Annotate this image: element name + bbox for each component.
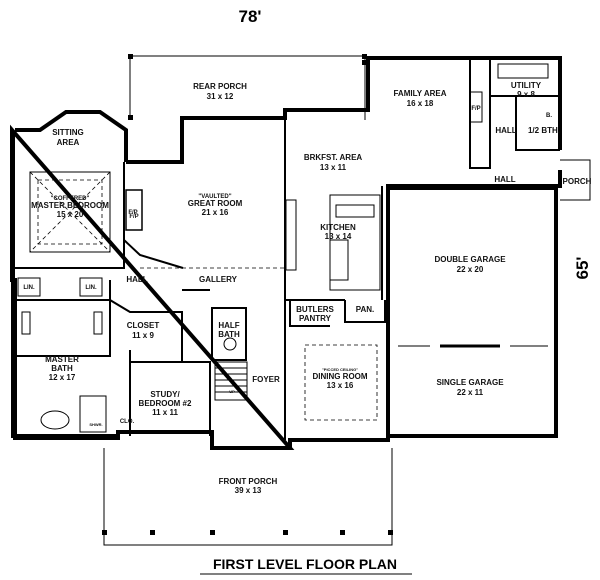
room-gallery: GALLERY [199,275,238,284]
garage-wall [388,186,558,438]
left-wing-wall [11,135,118,438]
room-foyer: FOYER [252,375,280,384]
svg-text:PANTRY: PANTRY [299,314,332,323]
room-double-garage: DOUBLE GARAGE 22 x 20 [434,255,506,274]
room-study: STUDY/ BEDROOM #2 11 x 11 [139,390,192,417]
svg-text:FAMILY AREA: FAMILY AREA [393,89,446,98]
svg-text:MASTER BEDROOM: MASTER BEDROOM [31,201,109,210]
svg-text:BUTLERS: BUTLERS [296,305,334,314]
svg-text:GREAT ROOM: GREAT ROOM [188,199,243,208]
room-utility: UTILITY 9 x 8 [511,81,542,99]
side-porch-outline [560,159,591,201]
room-shwr: SHWR. [89,422,102,427]
room-dining-room: "PICCED CEILING" DINING ROOM 13 x 16 [312,367,367,390]
svg-text:13 x 16: 13 x 16 [327,381,354,390]
svg-text:"VAULTED": "VAULTED" [198,194,231,200]
svg-text:15 x 20: 15 x 20 [57,210,84,219]
svg-text:HALF: HALF [218,321,239,330]
fp-great: F/P [129,214,138,220]
room-hall-right: HALL [494,175,515,184]
room-hall-mid: HALL [126,275,147,284]
svg-text:21 x 16: 21 x 16 [202,208,229,217]
stairs-up: UP [229,389,235,394]
interior-walls [13,60,560,440]
svg-text:11 x 9: 11 x 9 [132,331,154,340]
svg-text:BATH: BATH [218,330,240,339]
svg-text:"COFFERED": "COFFERED" [51,196,90,202]
room-family-area: FAMILY AREA 16 x 18 [393,89,446,108]
width-dimension: 78' [239,7,262,26]
room-porch-small: PORCH [563,177,592,186]
room-butlers-pantry: BUTLERS PANTRY [296,305,334,323]
svg-text:31 x 12: 31 x 12 [207,92,234,101]
svg-text:CLOSET: CLOSET [127,321,160,330]
svg-text:STUDY/: STUDY/ [150,390,180,399]
svg-text:DOUBLE GARAGE: DOUBLE GARAGE [434,255,506,264]
fp-family: F/P [471,106,480,112]
svg-text:AREA: AREA [57,138,80,147]
svg-text:BRKFST. AREA: BRKFST. AREA [304,153,363,162]
svg-text:39 x 13: 39 x 13 [235,486,262,495]
room-rear-porch: REAR PORCH 31 x 12 [193,82,247,101]
plan-title: FIRST LEVEL FLOOR PLAN [213,556,397,572]
exterior-walls [10,56,562,450]
room-master-bedroom: "COFFERED" MASTER BEDROOM 15 x 20 [31,196,109,219]
room-clo: CLO. [120,419,135,425]
room-half-bath-upper: 1/2 BTH. [528,126,560,135]
svg-text:BATH: BATH [51,364,73,373]
svg-text:12 x 17: 12 x 17 [49,373,76,382]
fp-master: F/P [128,210,137,216]
room-half-bath: HALF BATH [218,321,240,339]
svg-text:22 x 20: 22 x 20 [457,265,484,274]
svg-text:DINING ROOM: DINING ROOM [312,372,367,381]
room-b: B. [546,113,552,119]
room-lin-left: LIN. [23,285,35,291]
svg-text:BEDROOM #2: BEDROOM #2 [139,399,192,408]
room-great-room: "VAULTED" GREAT ROOM 21 x 16 [188,194,243,217]
room-front-porch: FRONT PORCH 39 x 13 [219,477,278,495]
svg-text:FRONT PORCH: FRONT PORCH [219,477,278,486]
svg-text:"PICCED CEILING": "PICCED CEILING" [322,367,358,372]
svg-text:KITCHEN: KITCHEN [320,223,356,232]
svg-text:11 x 11: 11 x 11 [152,408,178,417]
svg-text:SITTING: SITTING [52,128,84,137]
front-porch-outline [102,448,393,546]
svg-text:UTILITY: UTILITY [511,81,542,90]
room-single-garage: SINGLE GARAGE 22 x 11 [436,378,504,397]
svg-text:16 x 18: 16 x 18 [407,99,434,108]
room-sitting-area: SITTING AREA [52,128,84,147]
svg-text:REAR PORCH: REAR PORCH [193,82,247,91]
svg-text:MASTER: MASTER [45,355,79,364]
svg-text:13 x 11: 13 x 11 [320,163,347,172]
room-lin-right: LIN. [85,285,97,291]
room-closet: CLOSET 11 x 9 [127,321,160,340]
svg-text:13 x 14: 13 x 14 [325,232,352,241]
svg-text:9 x 8: 9 x 8 [517,90,535,99]
svg-text:22 x 11: 22 x 11 [457,388,484,397]
room-pan: PAN. [356,305,375,314]
room-kitchen: KITCHEN 13 x 14 [320,223,356,241]
rear-porch-outline [128,54,367,120]
room-hall-upper: HALL [495,126,516,135]
room-brkfst-area: BRKFST. AREA 13 x 11 [304,153,363,172]
depth-dimension: 65' [573,257,592,280]
svg-text:SINGLE GARAGE: SINGLE GARAGE [436,378,504,387]
room-master-bath: MASTER BATH 12 x 17 [45,355,79,382]
